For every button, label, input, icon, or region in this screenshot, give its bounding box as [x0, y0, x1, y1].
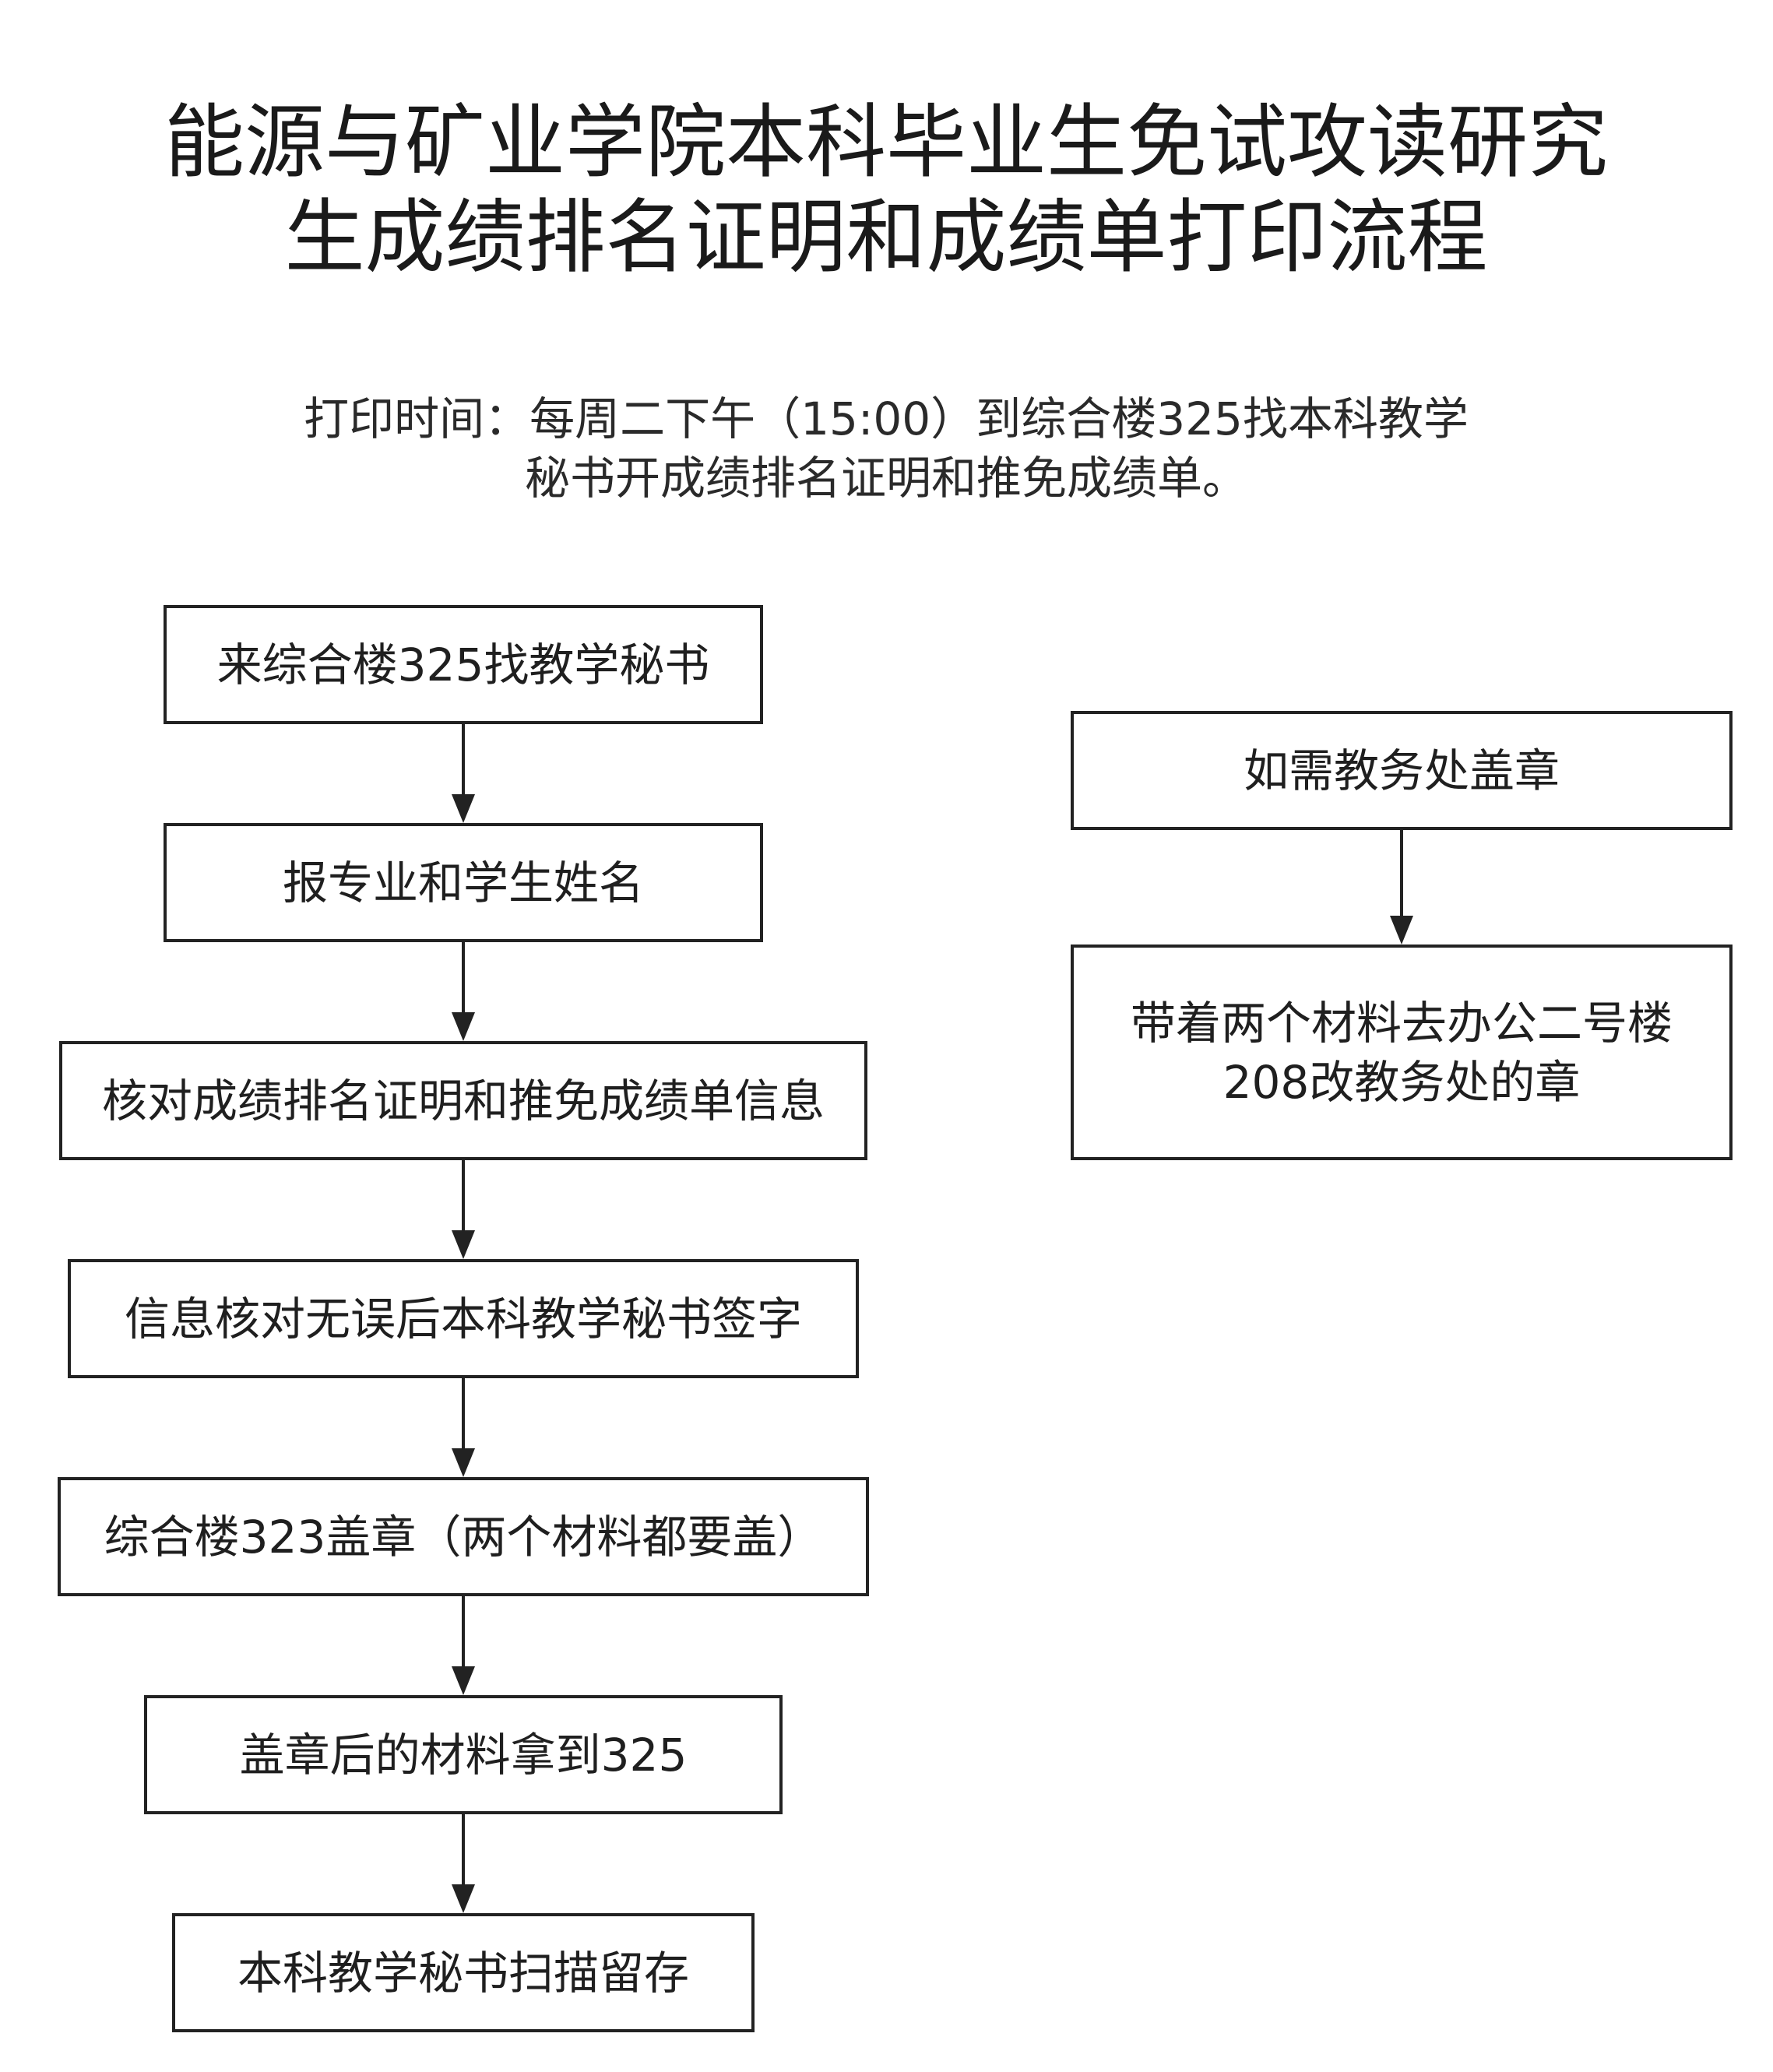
note-line-2: 秘书开成绩排名证明和推免成绩单。	[524, 452, 1247, 505]
step-stamp-323: 综合楼323盖章（两个材料都要盖）	[58, 1477, 869, 1596]
arrow-main-5	[452, 1596, 475, 1695]
side-need-academic-stamp: 如需教务处盖章	[1071, 711, 1733, 830]
diagram-title: 能源与矿业学院本科毕业生免试攻读研究 生成绩排名证明和成绩单打印流程	[107, 95, 1665, 285]
arrow-main-2	[452, 942, 475, 1041]
step-bring-to-325: 盖章后的材料拿到325	[144, 1695, 783, 1814]
side-go-office-building-2: 带着两个材料去办公二号楼 208改教务处的章	[1071, 945, 1733, 1160]
note-line-1: 打印时间：每周二下午（15:00）到综合楼325找本科教学	[304, 392, 1469, 445]
arrow-main-1	[452, 724, 475, 823]
arrow-main-4	[452, 1378, 475, 1477]
step-verify-info: 核对成绩排名证明和推免成绩单信息	[59, 1041, 867, 1160]
step-find-secretary: 来综合楼325找教学秘书	[164, 605, 763, 724]
step-report-major-name: 报专业和学生姓名	[164, 823, 763, 942]
step-secretary-sign: 信息核对无误后本科教学秘书签字	[68, 1259, 859, 1378]
arrow-main-6	[452, 1814, 475, 1913]
title-line-2: 生成绩排名证明和成绩单打印流程	[284, 191, 1488, 284]
step-scan-archive: 本科教学秘书扫描留存	[172, 1913, 755, 2032]
print-time-note: 打印时间：每周二下午（15:00）到综合楼325找本科教学 秘书开成绩排名证明和…	[107, 389, 1665, 508]
arrow-main-3	[452, 1160, 475, 1259]
arrow-side-1	[1390, 830, 1413, 945]
title-line-1: 能源与矿业学院本科毕业生免试攻读研究	[164, 96, 1608, 189]
